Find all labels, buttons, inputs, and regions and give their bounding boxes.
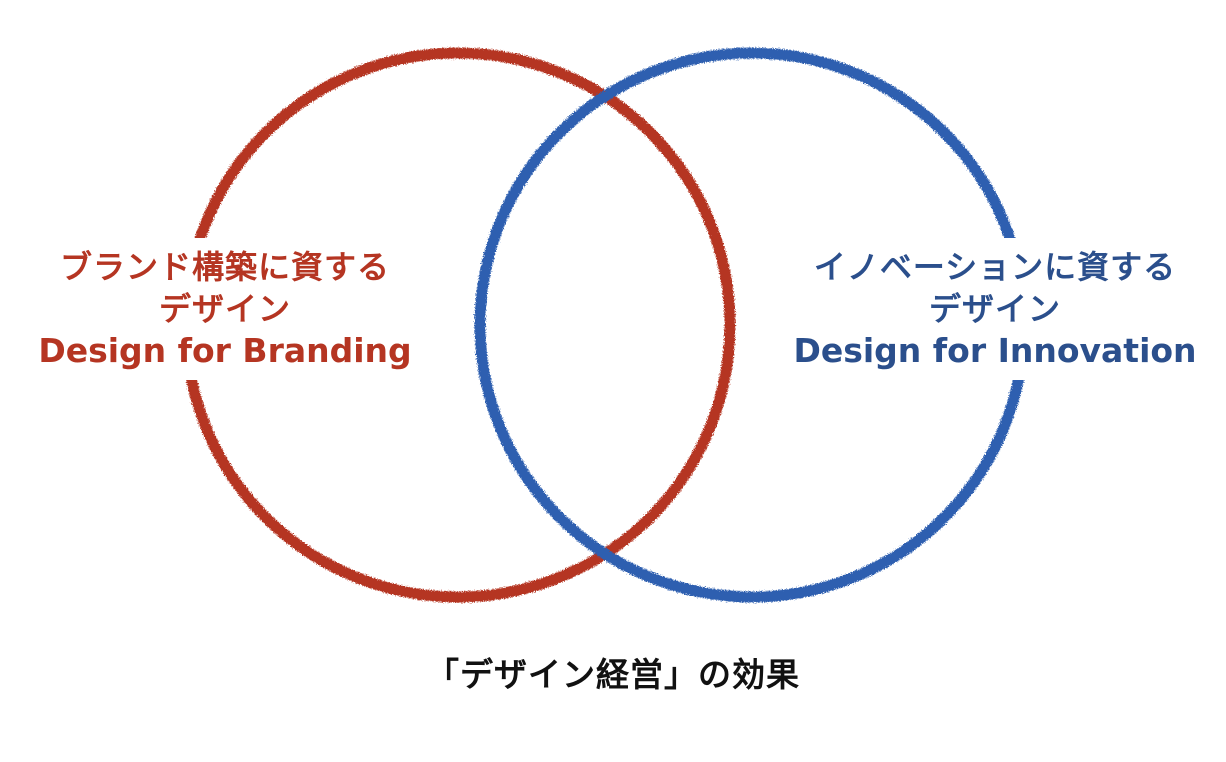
branding-label: ブランド構築に資する デザイン Design for Branding [20,238,430,380]
branding-label-design: デザイン [158,290,291,328]
innovation-label-jp: イノベーションに資する [813,248,1177,286]
innovation-label-design: デザイン [928,290,1061,328]
innovation-label: イノベーションに資する デザイン Design for Innovation [780,238,1210,380]
innovation-label-en: Design for Innovation [793,331,1197,370]
branding-label-en: Design for Branding [38,331,412,370]
diagram-caption: 「デザイン経営」の効果 [426,655,800,694]
branding-label-jp: ブランド構築に資する [59,248,390,286]
